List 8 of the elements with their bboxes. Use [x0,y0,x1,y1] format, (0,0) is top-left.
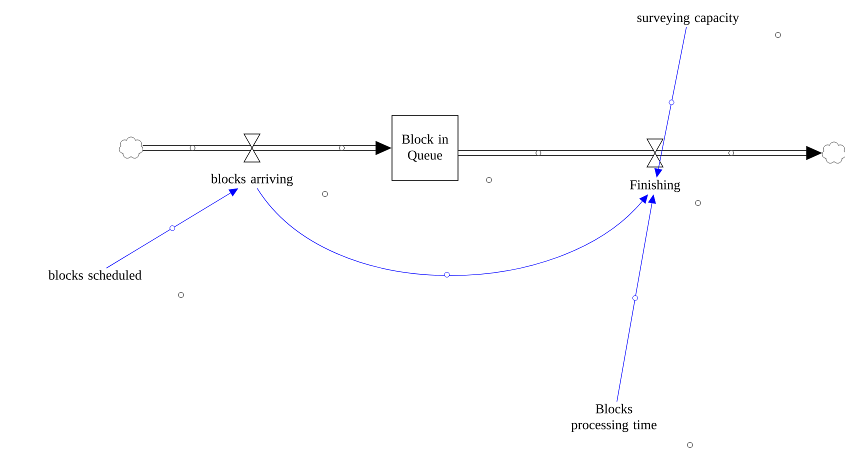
variable-label: blocks scheduled [48,270,142,280]
variable-label: Blocks processing time [571,404,656,432]
variable-label: Finishing [630,180,680,192]
variable-label: surveying capacity [637,13,740,25]
cloud-icon [822,142,845,164]
cloud-icon [119,136,144,158]
stock-box: Block in Queue [392,115,458,181]
variable-label: blocks arriving [210,174,293,186]
